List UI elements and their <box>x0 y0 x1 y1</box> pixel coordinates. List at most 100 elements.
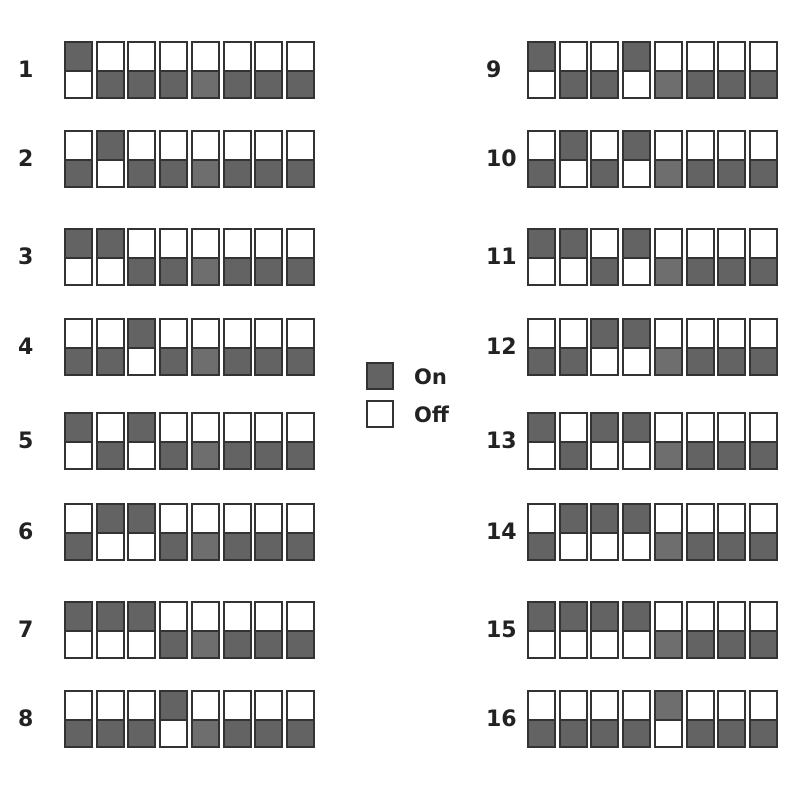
switch-lower-half <box>161 441 186 468</box>
dip-switch-1 <box>527 41 556 99</box>
switch-upper-half <box>592 132 617 159</box>
dip-switch-4 <box>159 690 188 748</box>
switch-lower-half <box>688 441 713 468</box>
switch-lower-half <box>193 441 218 468</box>
dip-switch-6 <box>223 318 252 376</box>
switch-upper-half <box>98 132 123 159</box>
dip-switch-2 <box>559 503 588 561</box>
switch-upper-half <box>624 320 649 347</box>
switch-upper-half <box>225 692 250 719</box>
switch-upper-half <box>688 43 713 70</box>
dip-switch-3 <box>590 412 619 470</box>
switch-upper-half <box>529 603 554 630</box>
switch-lower-half <box>193 257 218 284</box>
switch-lower-half <box>688 719 713 746</box>
switch-upper-half <box>129 320 154 347</box>
switch-lower-half <box>98 159 123 186</box>
dip-switch-3 <box>127 318 156 376</box>
switch-lower-half <box>66 257 91 284</box>
switch-upper-half <box>193 320 218 347</box>
switch-upper-half <box>288 414 313 441</box>
switch-upper-half <box>66 692 91 719</box>
dip-switch-6 <box>223 690 252 748</box>
dip-switch-8 <box>749 601 778 659</box>
dip-switch-7 <box>717 318 746 376</box>
switch-lower-half <box>719 159 744 186</box>
switch-lower-half <box>161 70 186 97</box>
dip-switch-3 <box>590 503 619 561</box>
dip-switch-6 <box>686 318 715 376</box>
dip-switch-1 <box>527 228 556 286</box>
switch-upper-half <box>624 505 649 532</box>
switch-upper-half <box>751 692 776 719</box>
switch-upper-half <box>161 43 186 70</box>
switch-lower-half <box>66 630 91 657</box>
switch-upper-half <box>98 414 123 441</box>
dip-switch-4 <box>159 41 188 99</box>
switch-lower-half <box>193 630 218 657</box>
dip-switch-1 <box>64 41 93 99</box>
dip-switch-4 <box>159 503 188 561</box>
switch-lower-half <box>129 347 154 374</box>
dip-switch-2 <box>96 412 125 470</box>
switch-lower-half <box>529 719 554 746</box>
switch-lower-half <box>592 719 617 746</box>
switch-upper-half <box>193 603 218 630</box>
switch-lower-half <box>66 532 91 559</box>
switch-upper-half <box>66 43 91 70</box>
dip-switch-4 <box>159 601 188 659</box>
switch-upper-half <box>719 603 744 630</box>
switch-upper-half <box>66 132 91 159</box>
switch-upper-half <box>161 414 186 441</box>
dip-switch-6 <box>223 228 252 286</box>
switch-upper-half <box>288 320 313 347</box>
dip-switch-3 <box>590 690 619 748</box>
switch-upper-half <box>719 692 744 719</box>
switch-lower-half <box>288 630 313 657</box>
dip-switch-1 <box>527 503 556 561</box>
switch-lower-half <box>592 159 617 186</box>
switch-upper-half <box>129 603 154 630</box>
switch-lower-half <box>719 719 744 746</box>
setting-number-label: 10 <box>486 147 517 172</box>
switch-lower-half <box>656 347 681 374</box>
dip-switch-4 <box>159 412 188 470</box>
switch-upper-half <box>66 320 91 347</box>
switch-upper-half <box>225 132 250 159</box>
switch-upper-half <box>161 320 186 347</box>
dip-switch-8 <box>749 41 778 99</box>
switch-upper-half <box>592 603 617 630</box>
setting-number-label: 7 <box>18 618 34 643</box>
dip-switch-7 <box>717 228 746 286</box>
switch-lower-half <box>561 630 586 657</box>
switch-lower-half <box>529 257 554 284</box>
switch-upper-half <box>561 505 586 532</box>
dip-switch-3 <box>590 318 619 376</box>
dip-switch-2 <box>559 601 588 659</box>
switch-lower-half <box>129 441 154 468</box>
switch-lower-half <box>98 257 123 284</box>
switch-lower-half <box>719 532 744 559</box>
switch-lower-half <box>624 159 649 186</box>
switch-lower-half <box>129 257 154 284</box>
switch-lower-half <box>592 630 617 657</box>
switch-upper-half <box>193 414 218 441</box>
switch-upper-half <box>256 230 281 257</box>
switch-lower-half <box>129 532 154 559</box>
dip-switch-7 <box>254 41 283 99</box>
switch-lower-half <box>193 70 218 97</box>
switch-upper-half <box>656 414 681 441</box>
switch-lower-half <box>98 70 123 97</box>
setting-number-label: 1 <box>18 58 34 83</box>
switch-upper-half <box>66 414 91 441</box>
switch-upper-half <box>225 320 250 347</box>
switch-upper-half <box>719 414 744 441</box>
switch-lower-half <box>66 719 91 746</box>
switch-lower-half <box>225 347 250 374</box>
switch-lower-half <box>225 719 250 746</box>
switch-upper-half <box>66 603 91 630</box>
switch-upper-half <box>561 320 586 347</box>
switch-lower-half <box>225 70 250 97</box>
switch-upper-half <box>592 43 617 70</box>
switch-lower-half <box>225 257 250 284</box>
